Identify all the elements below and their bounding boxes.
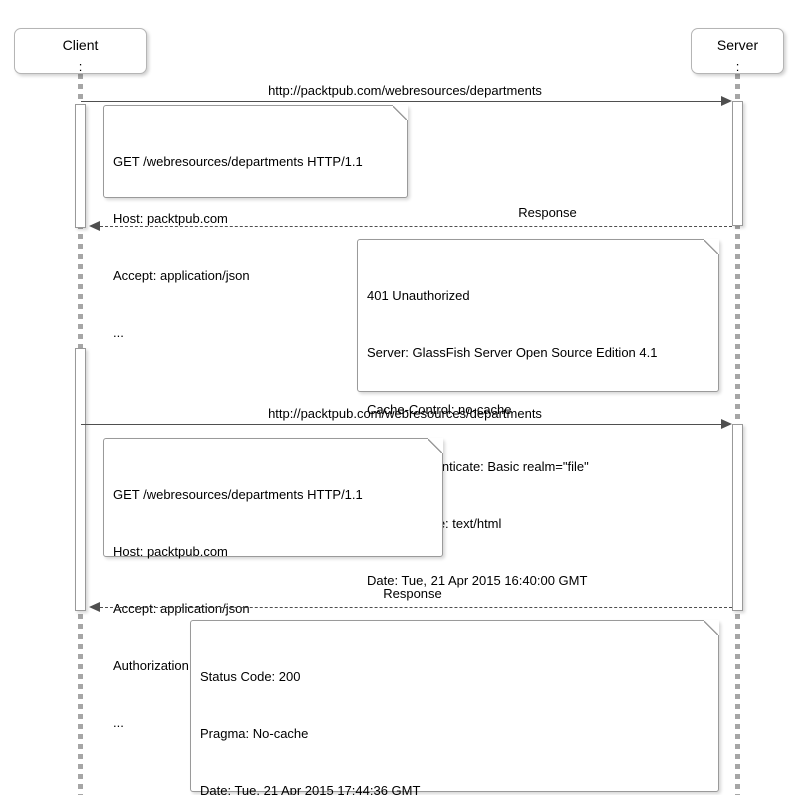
- participant-client[interactable]: Client :: [14, 28, 147, 74]
- activation-server-1: [732, 101, 743, 226]
- note-fold-icon: [704, 620, 719, 635]
- message-arrowhead-request-2: [721, 419, 732, 429]
- note-line: 401 Unauthorized: [367, 288, 470, 303]
- note-line: Host: packtpub.com: [113, 211, 228, 226]
- note-fold-icon: [393, 105, 408, 120]
- note-line: Date: Tue, 21 Apr 2015 16:40:00 GMT: [367, 573, 588, 588]
- note-line: GET /webresources/departments HTTP/1.1: [113, 154, 363, 169]
- message-line-response-1: [100, 226, 732, 227]
- message-label-response-2: Response: [383, 586, 442, 601]
- note-line: Cache-Control: no-cache: [367, 402, 512, 417]
- message-line-response-2: [100, 607, 732, 608]
- note-line: Server: GlassFish Server Open Source Edi…: [367, 345, 658, 360]
- participant-server-label: Server: [716, 37, 759, 53]
- note-line: Date: Tue, 21 Apr 2015 17:44:36 GMT: [200, 783, 421, 795]
- message-line-request-1: [81, 101, 727, 102]
- note-line: ...: [113, 325, 124, 340]
- message-arrowhead-request-1: [721, 96, 732, 106]
- note-response-1: 401 Unauthorized Server: GlassFish Serve…: [357, 239, 719, 702]
- message-line-request-2: [81, 424, 727, 425]
- participant-server-colon: :: [735, 59, 740, 74]
- note-line: Host: packtpub.com: [113, 544, 228, 559]
- note-request-1: GET /webresources/departments HTTP/1.1 H…: [103, 105, 408, 340]
- message-label-response-1: Response: [518, 205, 577, 220]
- message-label-request-1: http://packtpub.com/webresources/departm…: [268, 83, 542, 98]
- note-line: ...: [113, 715, 124, 730]
- activation-client-1: [75, 104, 86, 228]
- message-arrowhead-response-2: [89, 602, 100, 612]
- note-line: GET /webresources/departments HTTP/1.1: [113, 487, 363, 502]
- message-arrowhead-response-1: [89, 221, 100, 231]
- note-fold-icon: [428, 438, 443, 453]
- note-fold-icon: [704, 239, 719, 254]
- note-line: Status Code: 200: [200, 669, 301, 684]
- activation-client-2: [75, 348, 86, 611]
- participant-server[interactable]: Server :: [691, 28, 784, 74]
- participant-client-label: Client: [62, 37, 99, 53]
- note-response-2: Status Code: 200 Pragma: No-cache Date: …: [190, 620, 719, 795]
- note-response-2-body: Status Code: 200 Pragma: No-cache Date: …: [191, 621, 718, 795]
- message-label-request-2: http://packtpub.com/webresources/departm…: [268, 406, 542, 421]
- note-request-1-body: GET /webresources/departments HTTP/1.1 H…: [104, 106, 407, 388]
- activation-server-2: [732, 424, 743, 611]
- note-line: Pragma: No-cache: [200, 726, 309, 741]
- participant-client-colon: :: [78, 59, 83, 74]
- note-line: Accept: application/json: [113, 268, 250, 283]
- note-request-2: GET /webresources/departments HTTP/1.1 H…: [103, 438, 443, 730]
- note-line: Accept: application/json: [113, 601, 250, 616]
